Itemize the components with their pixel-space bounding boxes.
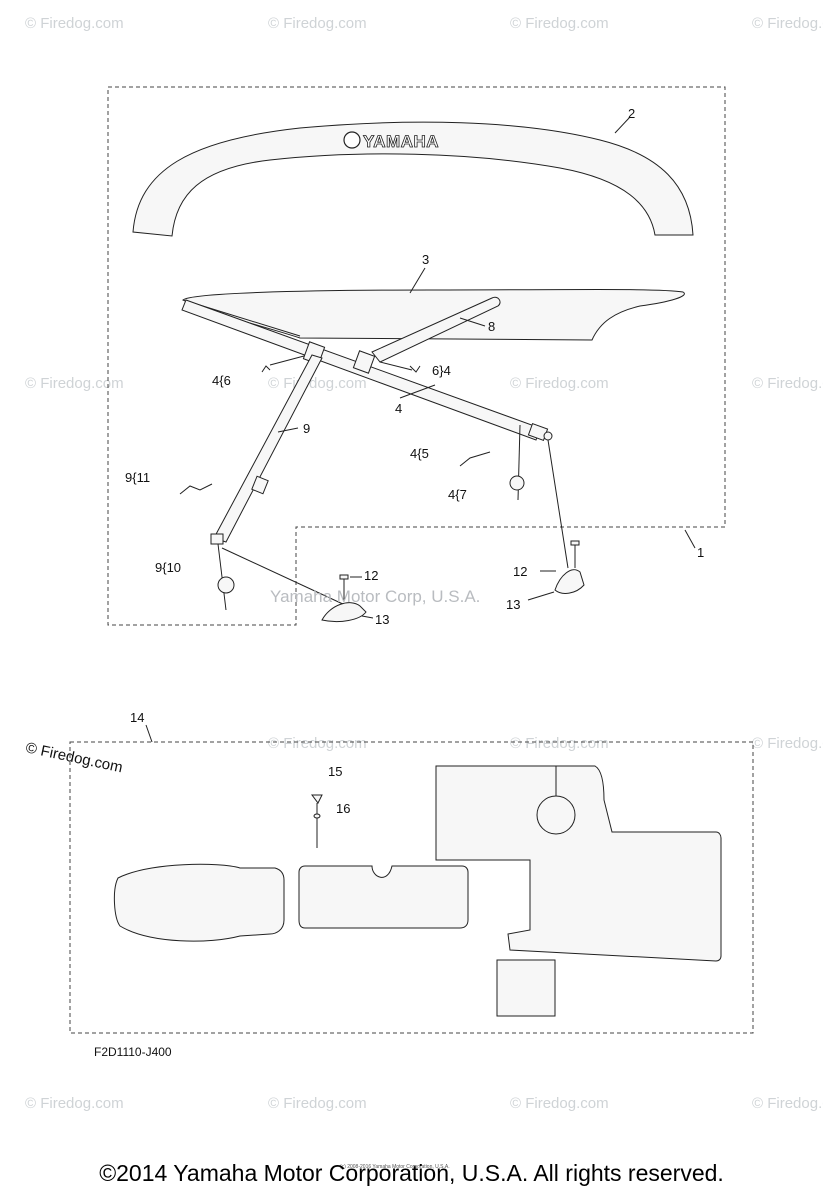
guide-line (547, 439, 569, 569)
leader-14 (145, 724, 153, 743)
shaft-10 (217, 543, 227, 611)
part-code: F2D1110-J400 (94, 1045, 172, 1059)
part-13-bracket (321, 602, 367, 623)
callout-4-6: 4{6 (212, 373, 231, 388)
callout-1: 1 (697, 545, 704, 560)
mat-rear (435, 765, 722, 962)
part-7-knob (509, 475, 525, 491)
part-13-bracket (554, 569, 585, 594)
screw-6 (409, 365, 421, 373)
yamaha-logo-icon (343, 131, 361, 149)
callout-13a: 13 (375, 612, 389, 627)
leader-4 (399, 384, 436, 399)
copyright-footer: ©2014 Yamaha Motor Corporation, U.S.A. A… (99, 1160, 724, 1186)
part-16-washer (313, 813, 321, 819)
watermark-text: © Firedog.com (510, 735, 609, 752)
part-15-snap (311, 794, 323, 804)
leader-9 (277, 427, 299, 433)
part-3-bimini-top (182, 289, 685, 341)
part-6-clamp (352, 350, 376, 374)
callout-6-4: 6}4 (432, 363, 451, 378)
part-12-bolt-head (570, 540, 580, 546)
fine-print: (c) 2008-2016 Yamaha Motor Corporation, … (340, 1164, 450, 1170)
part-12-bolt-head (339, 574, 349, 580)
leader-3 (409, 267, 426, 294)
mat-middle (298, 865, 469, 929)
callout-3: 3 (422, 252, 429, 267)
screw-6 (261, 365, 271, 373)
watermark-text: © Firedog.com (752, 15, 823, 32)
callout-13b: 13 (506, 597, 520, 612)
callout-15: 15 (328, 764, 342, 779)
guide-line (221, 547, 346, 606)
callout-9-11: 9{11 (125, 470, 150, 485)
watermark-text: © Firedog.com (25, 1095, 124, 1112)
leader-4-6 (269, 355, 305, 366)
screw-11 (179, 483, 213, 495)
watermark-text: © Firedog.com (510, 375, 609, 392)
part-9-leg (210, 354, 323, 545)
part-10-knob (217, 576, 235, 594)
watermark-text: © Firedog.com (25, 375, 124, 392)
firedog-mark: © Firedog.com (24, 739, 124, 776)
watermark-text: © Firedog.com (752, 735, 823, 752)
brand-label: YAMAHA (363, 132, 439, 151)
watermark-text: © Firedog.com (268, 15, 367, 32)
part-8-brace (371, 296, 501, 363)
watermark-text: © Firedog.com (25, 15, 124, 32)
leader-6-4 (379, 361, 413, 371)
callout-9: 9 (303, 421, 310, 436)
leader-1 (684, 529, 696, 549)
assembly-1-boundary (107, 86, 726, 626)
watermark-text: © Firedog.com (752, 375, 823, 392)
watermark-text: © Firedog.com (268, 735, 367, 752)
watermark-grid: © Firedog.com © Firedog.com © Firedog.co… (25, 15, 823, 1112)
callout-2: 2 (628, 106, 635, 121)
center-watermark: Yamaha Motor Corp, U.S.A. (270, 587, 480, 606)
callout-4: 4 (395, 401, 402, 416)
callout-16: 16 (336, 801, 350, 816)
screw-5 (459, 451, 491, 467)
watermark-text: © Firedog.com (268, 375, 367, 392)
callout-12b: 12 (513, 564, 527, 579)
watermark-text: © Firedog.com (268, 1095, 367, 1112)
callout-12a: 12 (364, 568, 378, 583)
mat-front (113, 863, 285, 942)
watermark-text: © Firedog.com (510, 1095, 609, 1112)
leader-8 (459, 317, 486, 327)
mat-cutout (536, 795, 576, 835)
callout-9-10: 9{10 (155, 560, 181, 575)
watermark-text: © Firedog.com (510, 15, 609, 32)
part-2-tower-cover: YAMAHA (132, 121, 694, 237)
callout-4-5: 4{5 (410, 446, 429, 461)
watermark-text: © Firedog.com (752, 1095, 823, 1112)
mat-small (496, 959, 556, 1017)
leader-2 (614, 116, 631, 134)
callout-8: 8 (488, 319, 495, 334)
assembly-14-boundary (69, 741, 754, 1034)
callout-4-7: 4{7 (448, 487, 467, 502)
callout-14: 14 (130, 710, 144, 725)
